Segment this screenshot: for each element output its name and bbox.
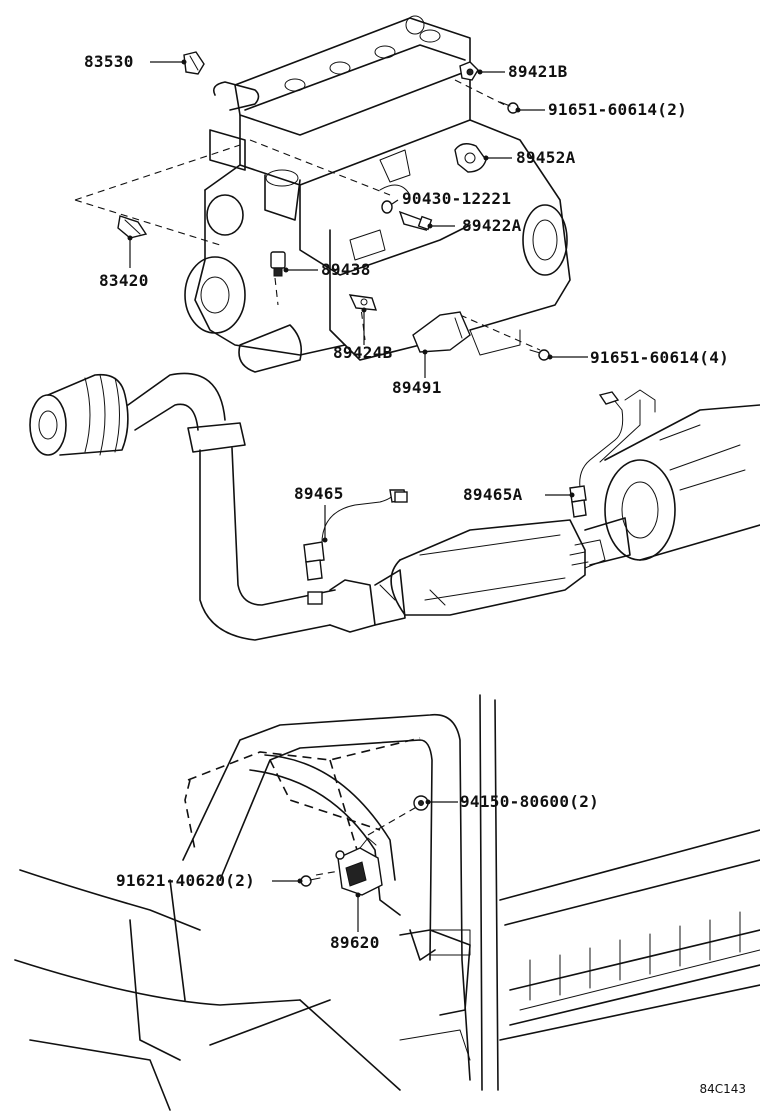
- callout-89438: 89438: [321, 260, 371, 279]
- callout-94150-80600-2: 94150-80600(2): [460, 792, 600, 811]
- callout-89424b: 89424B: [333, 343, 393, 362]
- leader-dots: [127, 59, 575, 898]
- body-parts: [300, 795, 429, 896]
- body-leader-lines: [272, 801, 458, 932]
- callout-83530: 83530: [84, 52, 134, 71]
- callout-89465a: 89465A: [463, 485, 523, 504]
- callout-89452a: 89452A: [516, 148, 576, 167]
- callout-83420: 83420: [99, 271, 149, 290]
- callout-91621-40620-2: 91621-40620(2): [116, 871, 256, 890]
- engine-block: [74, 15, 571, 373]
- exhaust-leader-lines: [324, 494, 572, 540]
- callout-90430-12221: 90430-12221: [402, 189, 512, 208]
- exhaust-system: [29, 372, 760, 641]
- callout-89421b: 89421B: [508, 62, 568, 81]
- callout-89465: 89465: [294, 484, 344, 503]
- callout-91651-60614-2: 91651-60614(2): [548, 100, 688, 119]
- callout-89620: 89620: [330, 933, 380, 952]
- figure-code: 84C143: [699, 1082, 746, 1096]
- engine-sensor-parts: [117, 51, 550, 361]
- engine-leader-lines: [129, 61, 588, 378]
- callout-91651-60614-4: 91651-60614(4): [590, 348, 730, 367]
- callout-89422a: 89422A: [462, 216, 522, 235]
- vehicle-body: [14, 694, 760, 1111]
- callout-89491: 89491: [392, 378, 442, 397]
